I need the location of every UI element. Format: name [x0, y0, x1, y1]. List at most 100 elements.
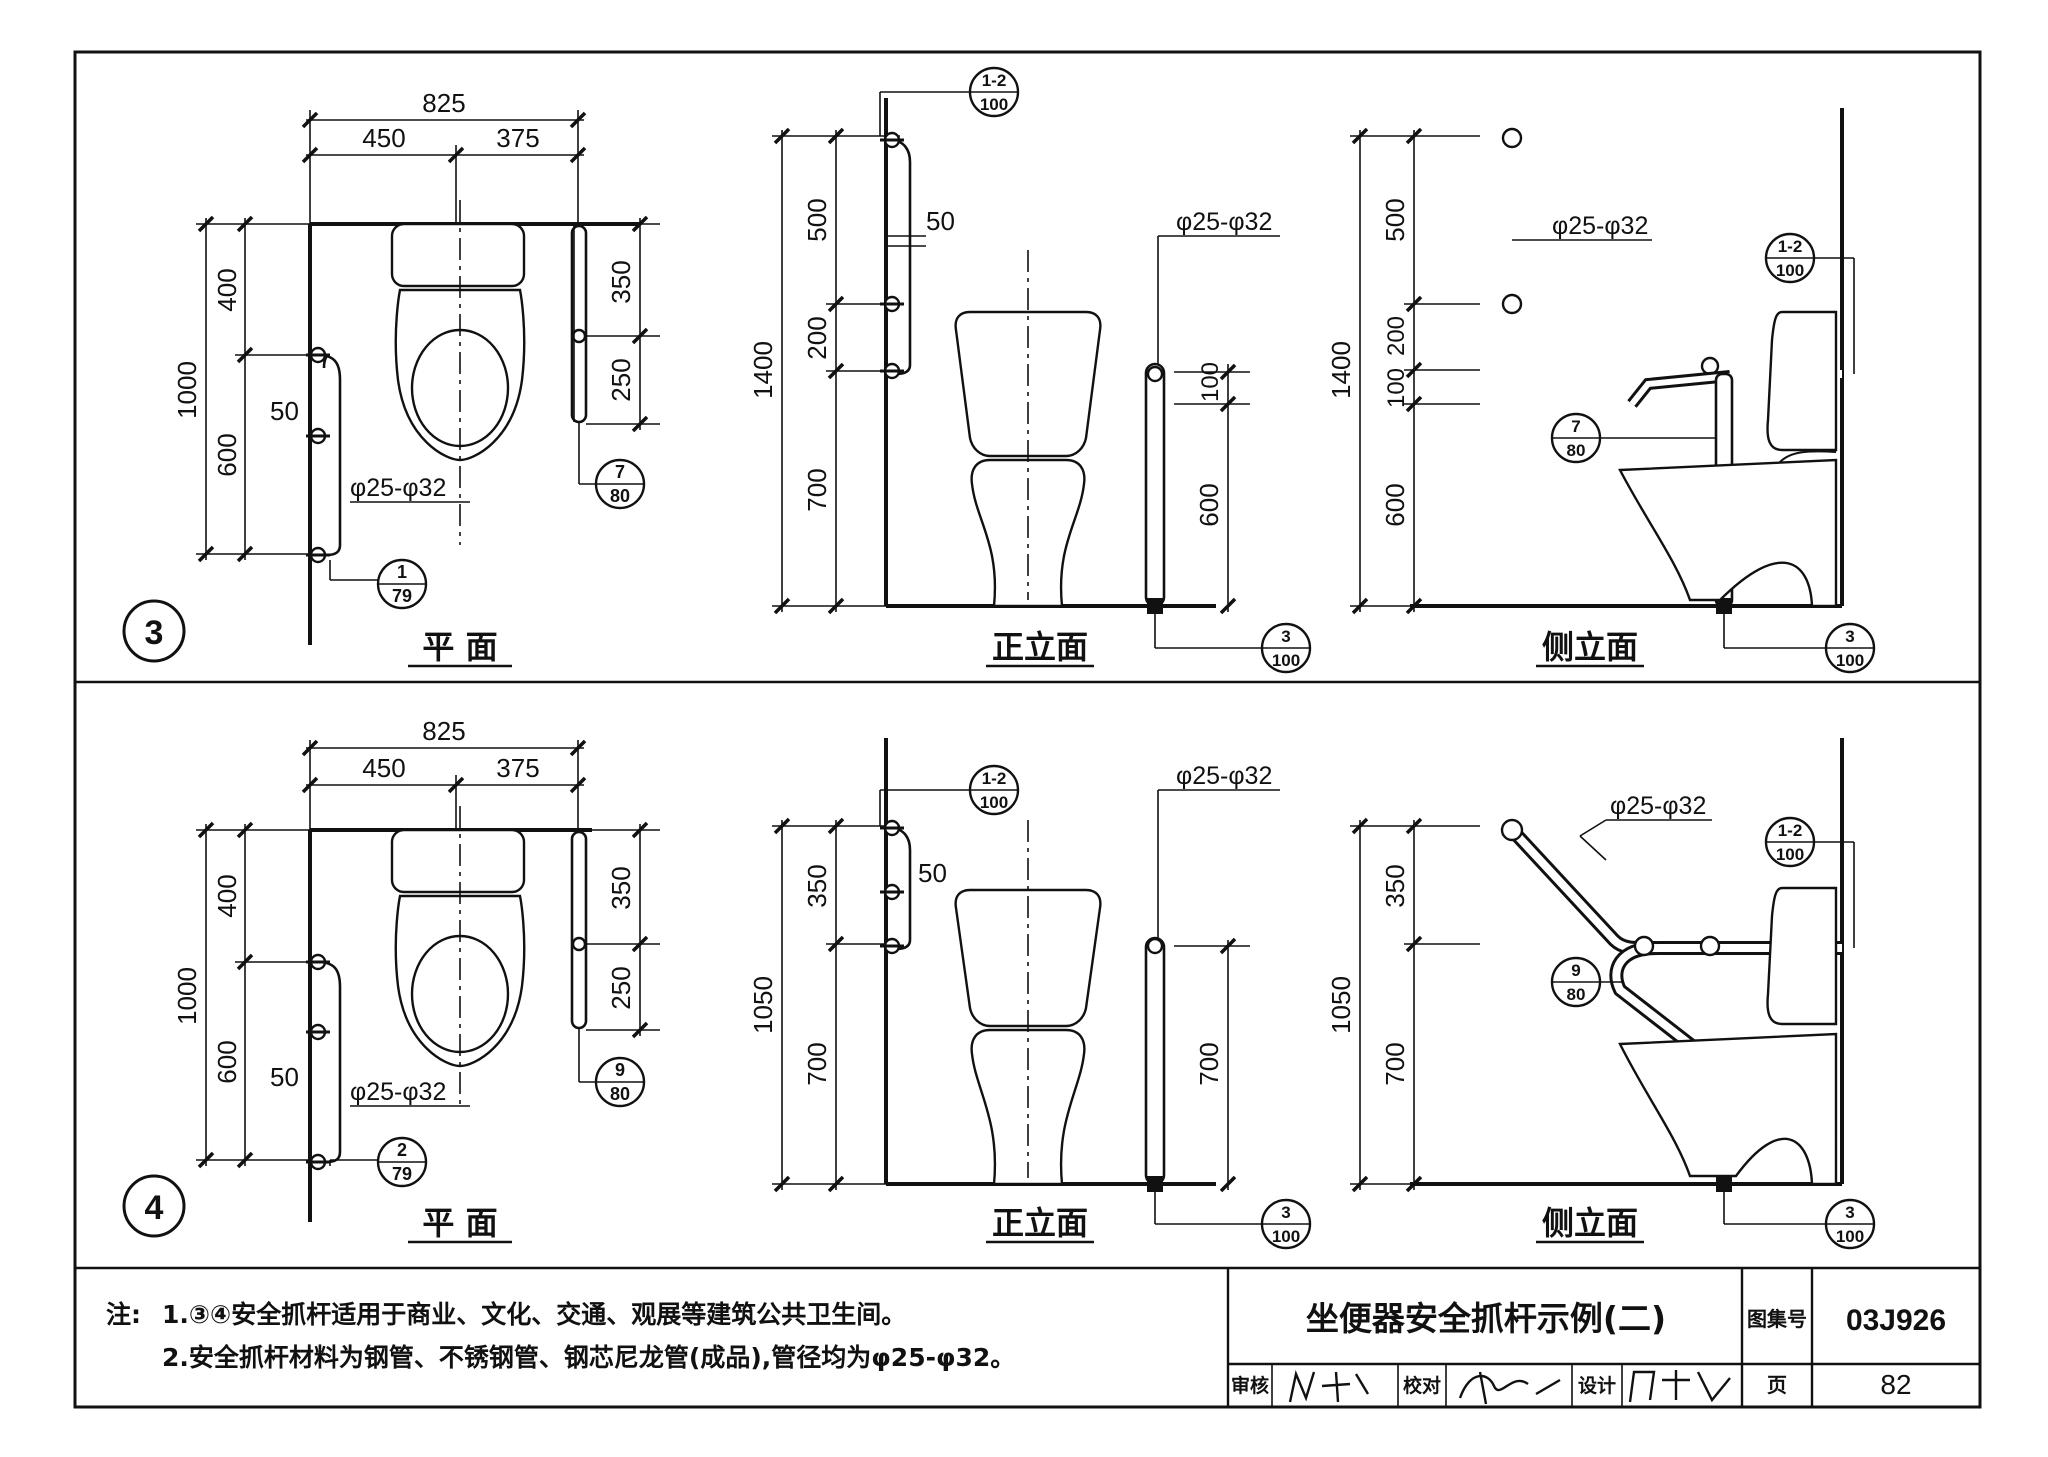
dim-100: 100 — [1383, 368, 1410, 408]
callout-top: 9 — [615, 1060, 625, 1080]
view-title-side: 侧立面 — [1542, 628, 1638, 666]
callout-top: 3 — [1281, 1203, 1290, 1222]
plan-view-3: 825 450 375 1000 400 600 50 φ25- — [172, 88, 660, 668]
callout-bottom: 100 — [1272, 651, 1300, 670]
callout-top: 7 — [615, 462, 625, 482]
callout-bottom: 80 — [1567, 985, 1586, 1004]
dim-350: 350 — [606, 866, 636, 909]
gap-50: 50 — [926, 206, 955, 236]
dim-600: 600 — [212, 433, 242, 476]
dim-825: 825 — [422, 88, 465, 118]
dim-825: 825 — [422, 716, 465, 746]
dim-700: 700 — [802, 1042, 832, 1085]
callout-bottom: 100 — [1272, 1227, 1300, 1246]
dim-1050: 1050 — [1326, 976, 1356, 1034]
front-view-4: 1050 350 700 50 φ25-φ32 700 1-2 100 — [748, 738, 1312, 1250]
dim-375: 375 — [496, 753, 539, 783]
front-view-3: 1400 500 200 700 50 φ25-φ32 — [748, 66, 1312, 674]
dim-400: 400 — [212, 268, 242, 311]
dim-250: 250 — [606, 358, 636, 401]
callout-top: 1 — [397, 562, 407, 582]
atlas-number: 03J926 — [1846, 1304, 1946, 1337]
dim-700: 700 — [802, 468, 832, 511]
dim-600: 600 — [1380, 483, 1410, 526]
panel-number-circle — [122, 1174, 186, 1238]
callout-top: 1-2 — [1778, 237, 1803, 256]
drawing-title: 坐便器安全抓杆示例(二) — [1306, 1299, 1666, 1338]
dim-600: 600 — [212, 1040, 242, 1083]
callout-bottom: 80 — [610, 486, 630, 506]
callout-bottom: 100 — [1836, 651, 1864, 670]
page-label: 页 — [1767, 1373, 1787, 1397]
dim-1400: 1400 — [1326, 341, 1356, 399]
note-line-2: 2.安全抓杆材料为钢管、不锈钢管、钢芯尼龙管(成品),管径均为φ25-φ32。 — [162, 1343, 1015, 1372]
panel-4: 4 825 450 375 1000 400 600 — [122, 716, 1876, 1250]
dim-700: 700 — [1380, 1042, 1410, 1085]
callout-top: 9 — [1571, 961, 1580, 980]
note-line-1: 1.③④安全抓杆适用于商业、文化、交通、观展等建筑公共卫生间。 — [162, 1300, 906, 1329]
callout-top: 1-2 — [982, 769, 1007, 788]
view-title-side: 侧立面 — [1542, 1204, 1638, 1242]
dim-500: 500 — [1380, 198, 1410, 241]
callout-top: 3 — [1845, 627, 1854, 646]
callout-bottom: 80 — [610, 1084, 630, 1104]
design-label: 设计 — [1578, 1375, 1616, 1397]
side-view-3: 1400 500 200 100 600 φ25-φ32 — [1326, 108, 1876, 674]
callout-top: 1-2 — [982, 71, 1007, 90]
callout-bottom: 100 — [980, 95, 1008, 114]
gap-50: 50 — [270, 1062, 299, 1092]
page-number: 82 — [1880, 1369, 1911, 1400]
dim-350: 350 — [606, 260, 636, 303]
dim-1400: 1400 — [748, 341, 778, 399]
dim-500: 500 — [802, 198, 832, 241]
dim-400: 400 — [212, 874, 242, 917]
plan-view-4: 825 450 375 1000 400 600 50 φ25-φ32 — [172, 716, 660, 1244]
callout-top: 2 — [397, 1140, 407, 1160]
pipe-spec: φ25-φ32 — [1610, 792, 1706, 820]
gap-50: 50 — [918, 858, 947, 888]
pipe-spec: φ25-φ32 — [350, 1078, 446, 1106]
callout-bottom: 100 — [980, 793, 1008, 812]
signature-review — [1288, 1369, 1370, 1403]
callout-top: 7 — [1571, 417, 1580, 436]
callout-top: 1-2 — [1778, 821, 1803, 840]
dim-350: 350 — [1380, 864, 1410, 907]
dim-450: 450 — [362, 123, 405, 153]
dim-200: 200 — [802, 316, 832, 359]
callout-bottom: 100 — [1776, 261, 1804, 280]
dim-1000: 1000 — [172, 361, 202, 419]
pipe-spec: φ25-φ32 — [350, 474, 446, 502]
callout-bottom: 79 — [392, 1164, 412, 1184]
dim-100: 100 — [1197, 362, 1224, 402]
pipe-spec: φ25-φ32 — [1552, 212, 1648, 240]
signature-design — [1628, 1370, 1731, 1403]
callout-top: 3 — [1281, 627, 1290, 646]
dim-700: 700 — [1194, 1042, 1224, 1085]
dim-375: 375 — [496, 123, 539, 153]
dim-1050: 1050 — [748, 976, 778, 1034]
atlas-label: 图集号 — [1747, 1307, 1807, 1331]
dim-600: 600 — [1194, 483, 1224, 526]
dim-350: 350 — [802, 864, 832, 907]
review-label: 审核 — [1231, 1374, 1269, 1397]
dim-450: 450 — [362, 753, 405, 783]
dim-1000: 1000 — [172, 967, 202, 1025]
pipe-spec: φ25-φ32 — [1176, 762, 1272, 790]
pipe-spec: φ25-φ32 — [1176, 208, 1272, 236]
view-title-plan: 平 面 — [422, 1204, 497, 1242]
notes-prefix: 注: — [106, 1300, 141, 1329]
view-title-front: 正立面 — [992, 628, 1088, 666]
callout-bottom: 100 — [1776, 845, 1804, 864]
view-title-front: 正立面 — [992, 1204, 1088, 1242]
gap-50: 50 — [270, 396, 299, 426]
title-block: 坐便器安全抓杆示例(二) 图集号 03J926 审核 校对 设计 页 82 — [1226, 1268, 1980, 1407]
dim-200: 200 — [1383, 316, 1410, 356]
panel-number-circle — [122, 599, 186, 663]
panel-number: 3 — [145, 614, 164, 652]
callout-bottom: 100 — [1836, 1227, 1864, 1246]
callout-bottom: 80 — [1567, 441, 1586, 460]
signature-check — [1458, 1371, 1561, 1405]
panel-3: 3 825 450 375 1000 400 — [122, 66, 1876, 674]
view-title-plan: 平 面 — [422, 628, 497, 666]
